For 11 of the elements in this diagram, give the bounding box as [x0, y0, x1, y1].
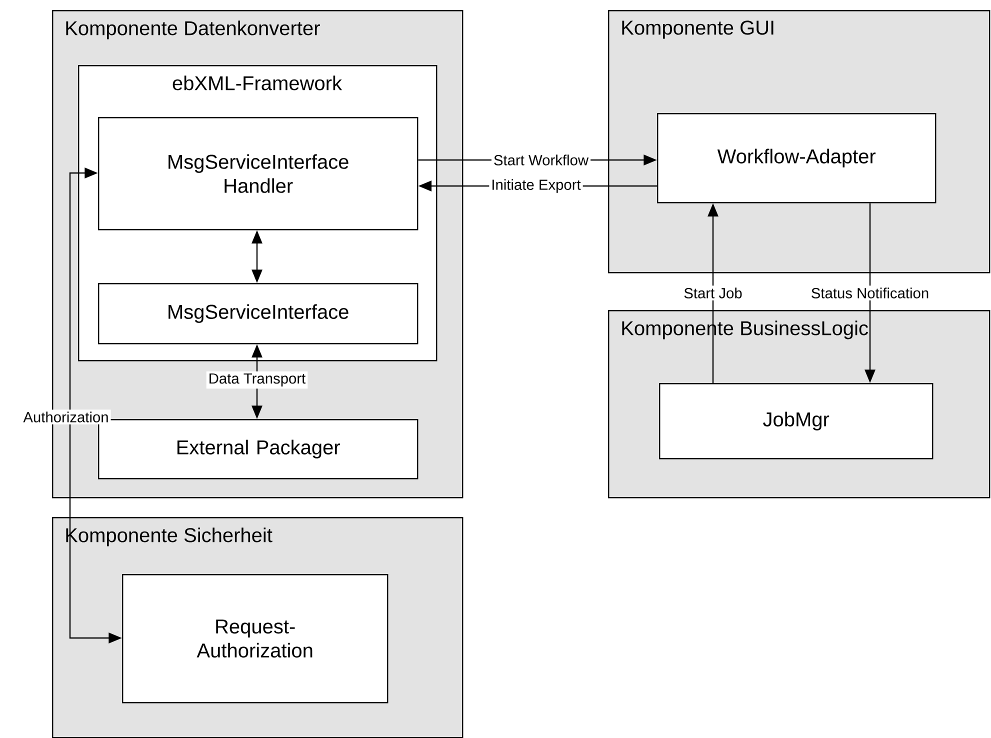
- edge-label: Start Job: [682, 286, 744, 300]
- edge-label: Start Workflow: [491, 152, 591, 168]
- edge-label: Status Notification: [808, 286, 932, 300]
- process-box: MsgServiceInterface Handler: [98, 117, 418, 230]
- edge-label: Authorization: [21, 410, 111, 424]
- edge-label: Initiate Export: [489, 177, 583, 195]
- edge-label: Data Transport: [206, 371, 308, 389]
- process-box: MsgServiceInterface: [98, 283, 418, 344]
- process-box: Request-Authorization: [122, 574, 388, 704]
- process-box: JobMgr: [659, 383, 934, 460]
- process-box: Workflow-Adapter: [657, 113, 936, 204]
